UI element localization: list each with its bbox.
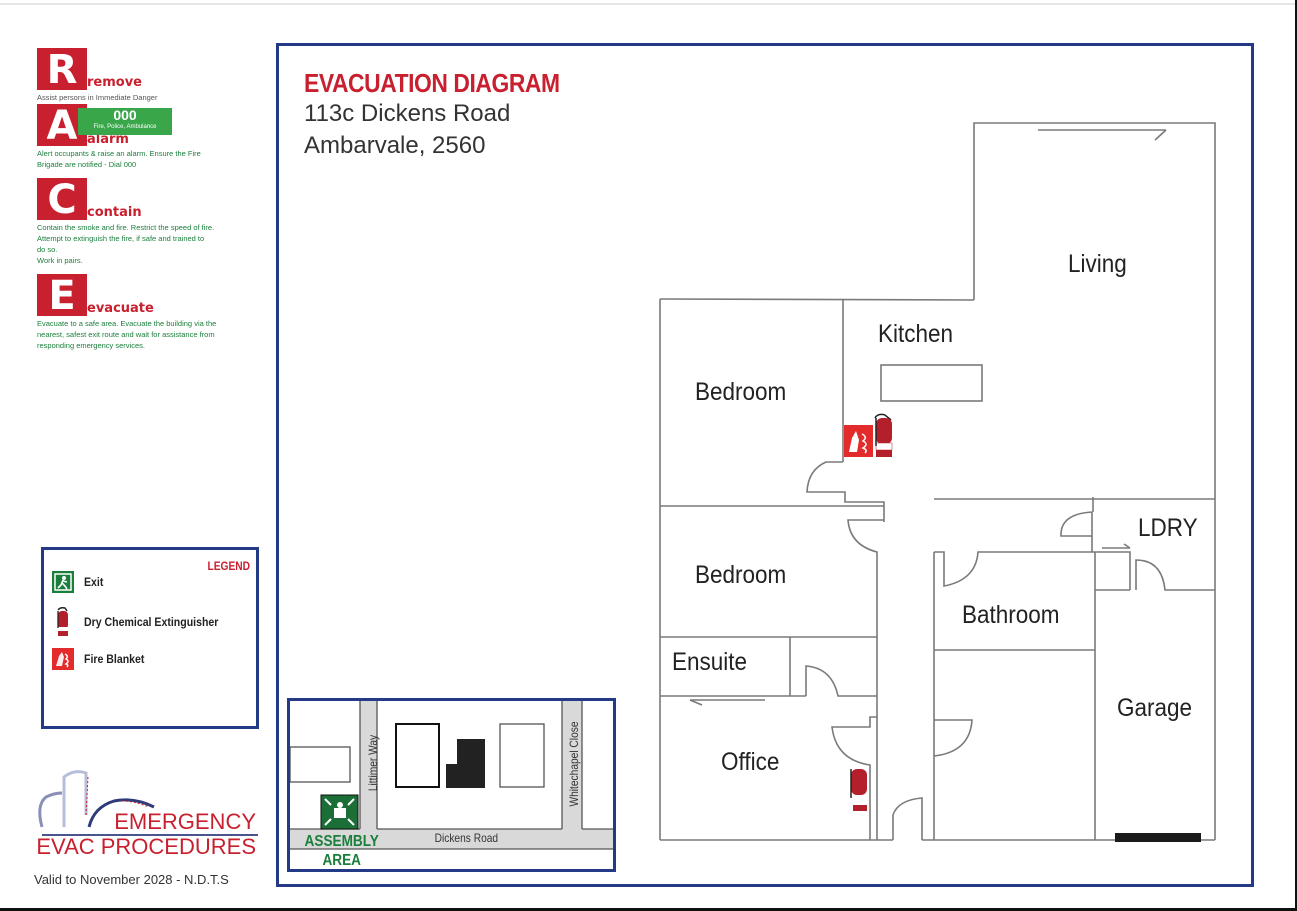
letter-c-icon: C — [37, 178, 87, 222]
legend-item-exit: Exit — [52, 571, 106, 593]
evacuate-description: Evacuate to a safe area. Evacuate the bu… — [37, 319, 217, 350]
remove-heading: remove — [87, 75, 142, 90]
room-bedroom-2: Bedroom — [695, 561, 787, 589]
room-bedroom-1: Bedroom — [695, 378, 787, 406]
assembly-area-label: ASSEMBLY AREA — [304, 832, 379, 869]
fire-blanket-icon — [844, 425, 873, 457]
extinguisher-icon — [850, 769, 867, 811]
room-garage: Garage — [1117, 694, 1193, 722]
right-rule — [1295, 0, 1297, 911]
contain-heading: contain — [87, 205, 142, 220]
room-kitchen: Kitchen — [878, 320, 954, 348]
legend-label: Exit — [84, 575, 104, 589]
room-office: Office — [721, 748, 780, 776]
validity-text: Valid to November 2028 - N.D.T.S — [34, 872, 229, 887]
assembly-line1: ASSEMBLY — [304, 833, 379, 850]
letter-e-icon: E — [37, 274, 87, 318]
room-living: Living — [1068, 250, 1127, 278]
site-map-drawing — [290, 701, 613, 850]
logo-rule — [42, 834, 258, 836]
letter-r-icon: R — [37, 48, 87, 92]
diagram-title: EVACUATION DIAGRAM — [304, 68, 560, 98]
alarm-heading: alarm — [87, 132, 129, 147]
room-laundry: LDRY — [1138, 514, 1198, 542]
street-littimer-way: Littimer Way — [366, 734, 381, 792]
logo-line2: EVAC PROCEDURES — [36, 834, 256, 859]
legend-label: Dry Chemical Extinguisher — [84, 615, 219, 629]
legend-label: Fire Blanket — [84, 652, 145, 666]
legend-title: LEGEND — [207, 559, 250, 573]
emergency-evac-logo: EMERGENCY EVAC PROCEDURES — [34, 765, 264, 865]
legend-box: LEGEND Exit Dry Chemical Extinguisher Fi… — [41, 547, 259, 729]
evacuate-heading: evacuate — [87, 301, 154, 316]
emergency-number-badge: 000 Fire, Police, Ambulance — [78, 108, 172, 135]
contain-description: Contain the smoke and fire. Restrict the… — [37, 222, 237, 266]
fire-blanket-icon — [52, 648, 74, 670]
contain-line: Work in pairs. — [37, 256, 83, 265]
logo-line1: EMERGENCY — [114, 809, 256, 834]
street-whitechapel-close: Whitechapel Close — [567, 721, 582, 807]
exit-icon — [52, 571, 74, 593]
legend-item-fire-blanket: Fire Blanket — [52, 648, 153, 670]
bottom-rule — [0, 908, 1297, 911]
legend-item-extinguisher: Dry Chemical Extinguisher — [52, 606, 237, 638]
street-dickens-road: Dickens Road — [434, 831, 499, 845]
emergency-services: Fire, Police, Ambulance — [93, 124, 157, 130]
garage-door — [1115, 833, 1201, 842]
top-rule — [0, 3, 1297, 5]
address-line1: 113c Dickens Road — [304, 100, 511, 127]
assembly-area-icon — [320, 794, 359, 830]
evacuation-diagram-frame — [276, 43, 1254, 887]
assembly-line2: AREA — [322, 852, 361, 869]
contain-line: Contain the smoke and fire. Restrict the… — [37, 223, 215, 232]
alarm-description: Alert occupants & raise an alarm. Ensure… — [37, 149, 201, 169]
emergency-number: 000 — [113, 107, 137, 123]
contain-line: do so. — [37, 245, 58, 254]
address-line2: Ambarvale, 2560 — [304, 132, 486, 159]
room-ensuite: Ensuite — [672, 648, 748, 676]
room-bathroom: Bathroom — [962, 601, 1060, 629]
site-map: Dickens Road Littimer Way Whitechapel Cl… — [287, 698, 616, 872]
contain-line: Attempt to extinguish the fire, if safe … — [37, 234, 205, 243]
building-logo-icon — [38, 770, 155, 828]
extinguisher-icon — [57, 607, 68, 636]
extinguisher-icon — [874, 413, 893, 457]
remove-description: Assist persons in Immediate Danger — [37, 93, 158, 102]
